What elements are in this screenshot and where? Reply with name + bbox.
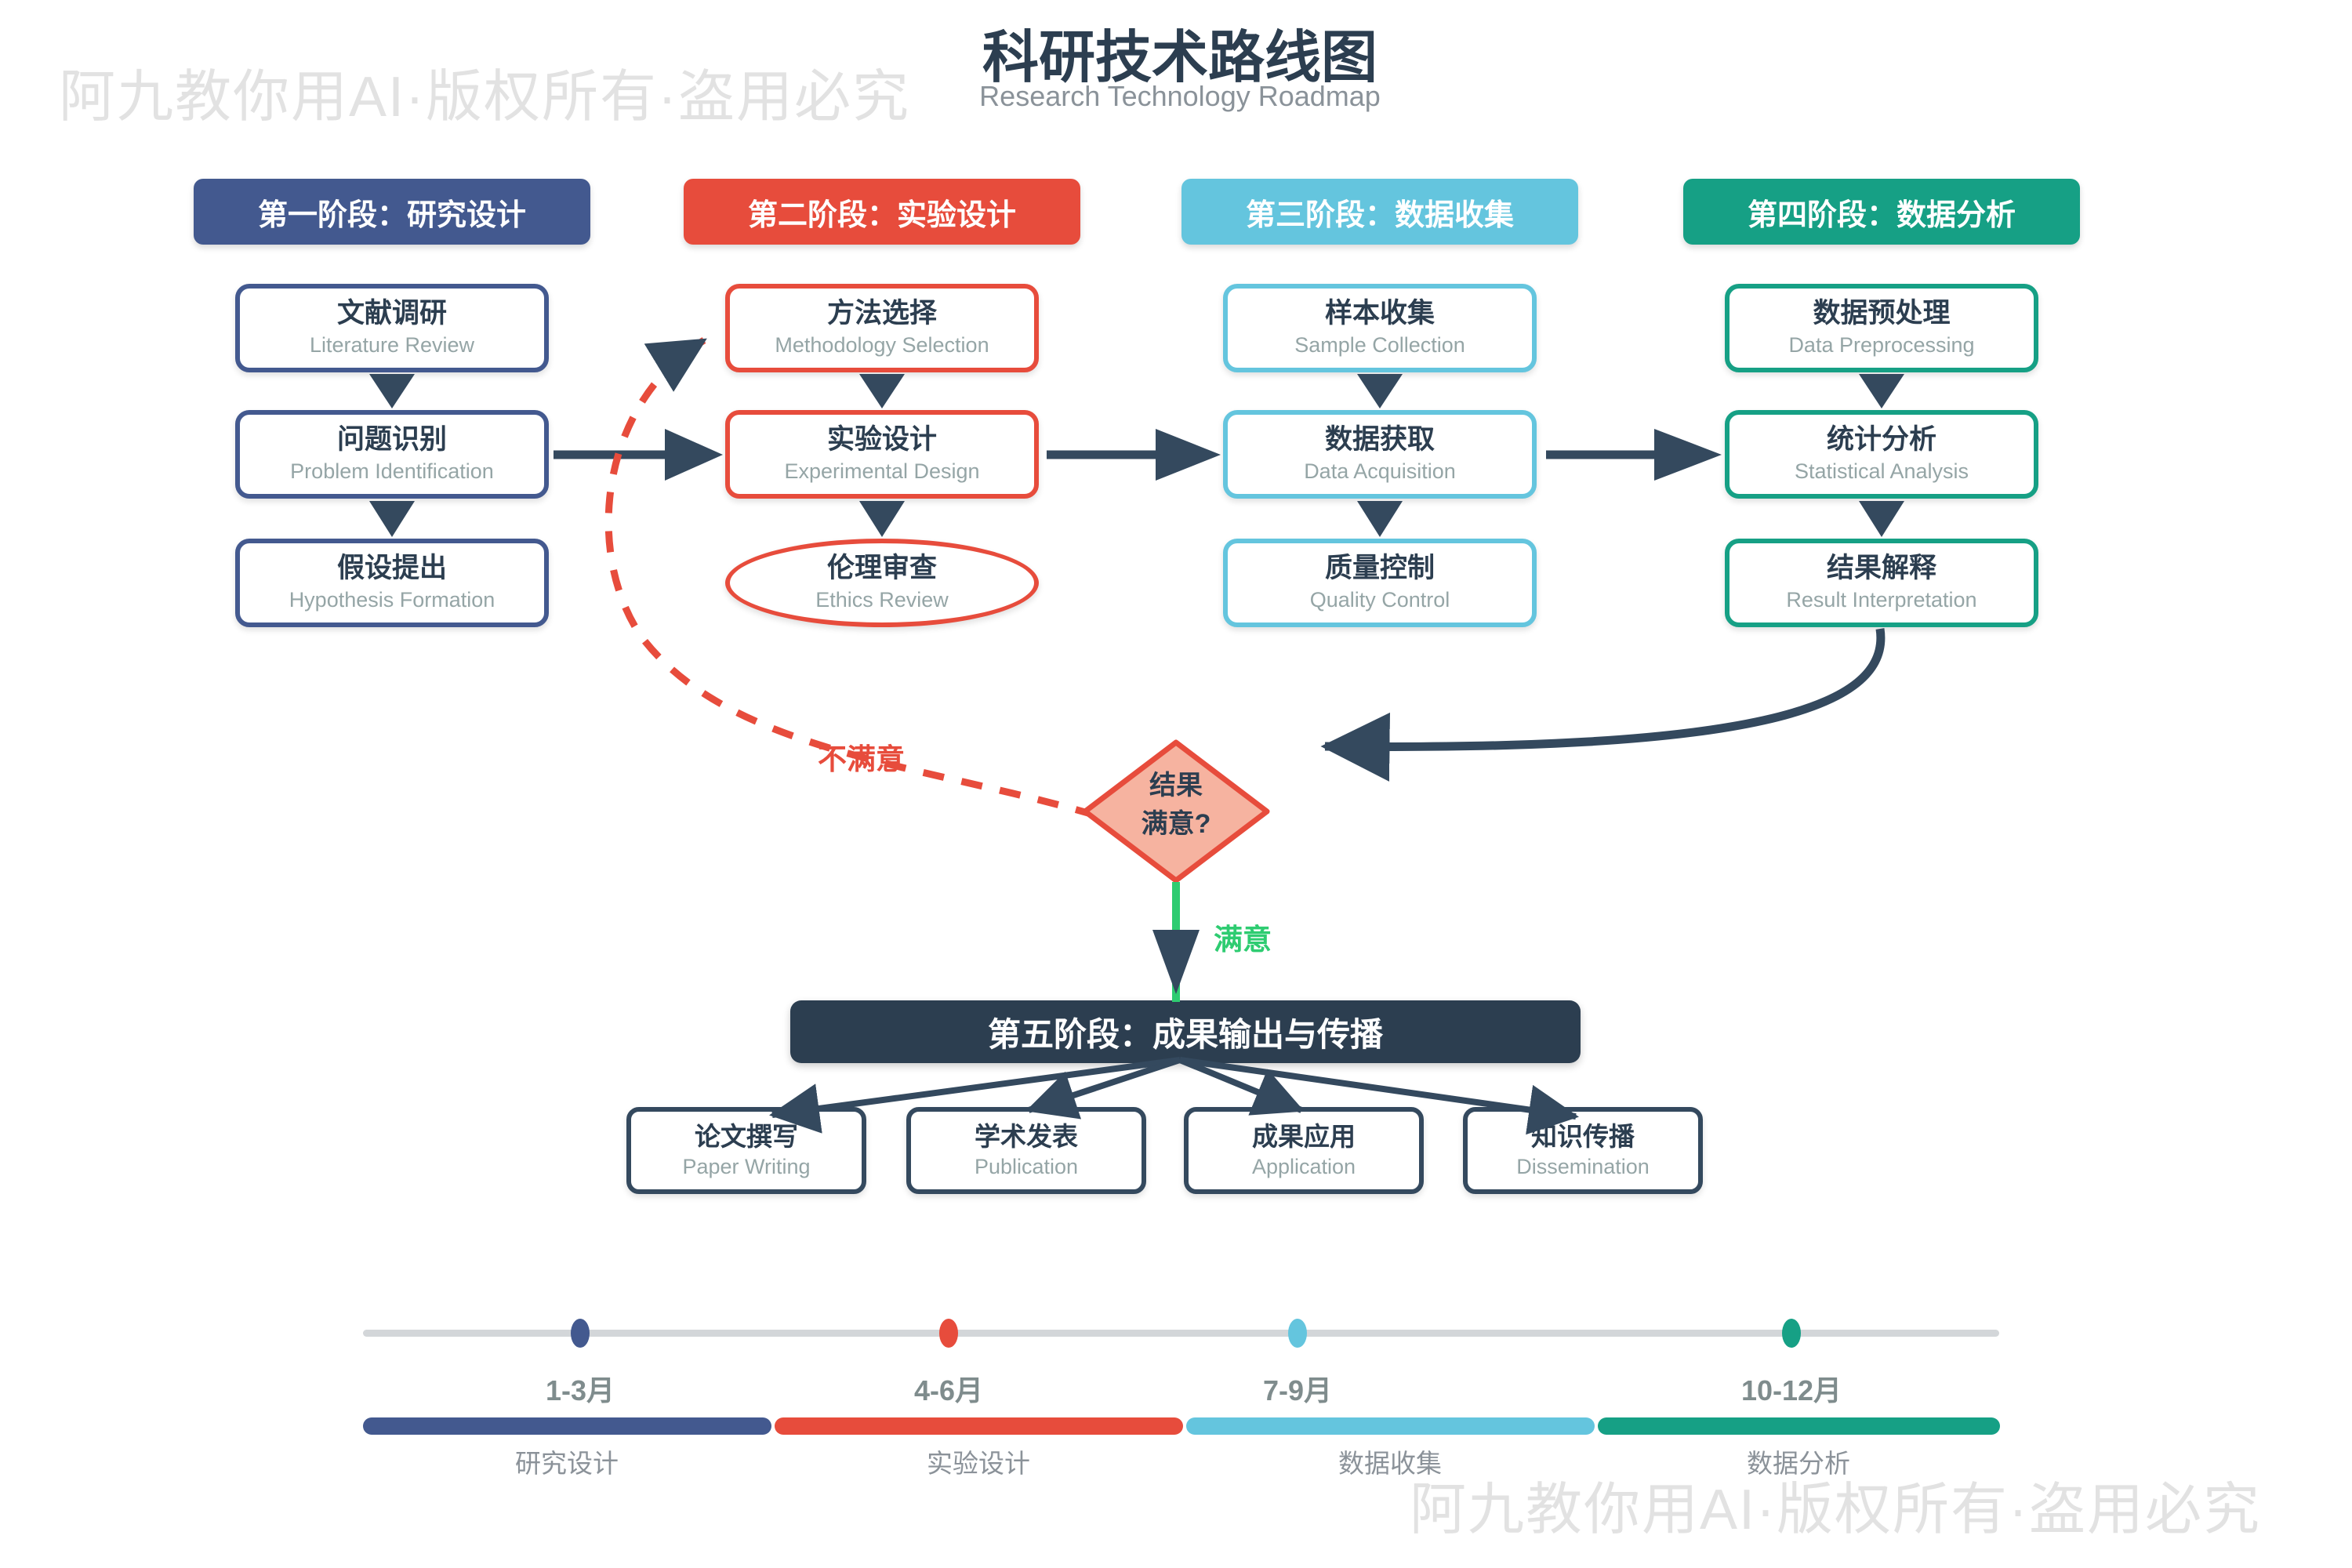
node-subtitle: Problem Identification — [290, 459, 494, 484]
timeline-axis — [363, 1330, 1999, 1337]
page-subtitle: Research Technology Roadmap — [979, 80, 1381, 112]
node-title: 论文撰写 — [695, 1121, 798, 1151]
node-subtitle: Data Preprocessing — [1788, 333, 1975, 358]
segment-research-design — [363, 1417, 771, 1435]
node-statistical-analysis: 统计分析 Statistical Analysis — [1725, 410, 2038, 499]
right-arrow-icon — [1654, 429, 1722, 481]
down-arrow-icon — [1152, 930, 1200, 994]
node-title: 文献调研 — [336, 298, 447, 329]
node-subtitle: Sample Collection — [1294, 333, 1465, 358]
node-title: 伦理审查 — [826, 553, 937, 584]
phase-1-header: 第一阶段：研究设计 — [194, 179, 590, 245]
timeline-month-q3: 7-9月 — [1262, 1374, 1333, 1406]
node-problem-identification: 问题识别 Problem Identification — [235, 410, 549, 499]
node-subtitle: Statistical Analysis — [1794, 459, 1969, 484]
timeline-month-q1: 1-3月 — [545, 1374, 615, 1406]
segment-label-experiment-design: 实验设计 — [927, 1449, 1030, 1478]
node-methodology-selection: 方法选择 Methodology Selection — [725, 284, 1039, 372]
phase-5-header: 第五阶段：成果输出与传播 — [790, 1000, 1581, 1063]
node-experimental-design: 实验设计 Experimental Design — [725, 410, 1039, 499]
node-title: 成果应用 — [1252, 1121, 1356, 1151]
right-arrow-icon — [665, 429, 723, 481]
phase-3-header: 第三阶段：数据收集 — [1181, 179, 1578, 245]
segment-label-research-design: 研究设计 — [515, 1449, 619, 1478]
arrow-results-to-decision — [1320, 628, 1886, 782]
segment-data-analysis — [1598, 1417, 2000, 1435]
node-subtitle: Literature Review — [309, 333, 475, 358]
node-title: 统计分析 — [1826, 424, 1936, 456]
down-arrow-icon — [1859, 501, 1904, 537]
node-title: 问题识别 — [336, 424, 447, 456]
segment-experiment-design — [775, 1417, 1183, 1435]
branch-label-satisfied: 满意 — [1214, 924, 1272, 956]
node-title: 方法选择 — [826, 298, 937, 329]
node-subtitle: Quality Control — [1309, 588, 1450, 612]
node-sample-collection: 样本收集 Sample Collection — [1223, 284, 1537, 372]
node-title: 样本收集 — [1324, 298, 1435, 329]
node-dissemination: 知识传播 Dissemination — [1463, 1107, 1703, 1194]
down-arrow-icon — [1357, 501, 1403, 537]
arrow-to-publication — [1025, 1057, 1181, 1120]
node-quality-control: 质量控制 Quality Control — [1223, 539, 1537, 627]
node-result-interpretation: 结果解释 Result Interpretation — [1725, 539, 2038, 627]
node-publication: 学术发表 Publication — [906, 1107, 1146, 1194]
node-subtitle: Publication — [974, 1155, 1079, 1179]
decision-label: 结果 满意? — [1090, 767, 1262, 844]
node-subtitle: Dissemination — [1516, 1155, 1650, 1179]
node-title: 学术发表 — [975, 1121, 1078, 1151]
timeline-dot-q4 — [1782, 1319, 1801, 1348]
node-subtitle: Methodology Selection — [775, 333, 989, 358]
node-ethics-review: 伦理审查 Ethics Review — [725, 539, 1039, 627]
node-title: 实验设计 — [826, 424, 937, 456]
node-title: 质量控制 — [1324, 553, 1435, 584]
node-paper-writing: 论文撰写 Paper Writing — [626, 1107, 866, 1194]
arrow-to-application — [1178, 1057, 1305, 1116]
node-title: 假设提出 — [336, 553, 447, 584]
down-arrow-icon — [859, 374, 905, 408]
node-title: 数据预处理 — [1813, 298, 1951, 329]
down-arrow-icon — [1859, 374, 1904, 408]
node-literature-review: 文献调研 Literature Review — [235, 284, 549, 372]
segment-label-data-collection: 数据收集 — [1338, 1449, 1442, 1478]
node-subtitle: Paper Writing — [682, 1155, 811, 1179]
decision-line1: 结果 — [1149, 771, 1203, 800]
timeline-month-q4: 10-12月 — [1740, 1374, 1842, 1406]
node-title: 结果解释 — [1826, 553, 1936, 584]
timeline-month-q2: 4-6月 — [913, 1374, 984, 1406]
down-arrow-icon — [369, 501, 415, 537]
branch-label-not-satisfied: 不满意 — [818, 743, 905, 775]
phase-2-header: 第二阶段：实验设计 — [684, 179, 1080, 245]
node-application: 成果应用 Application — [1184, 1107, 1424, 1194]
node-title: 数据获取 — [1324, 424, 1435, 456]
down-arrow-icon — [1357, 374, 1403, 408]
segment-data-collection — [1186, 1417, 1595, 1435]
page-title: 科研技术路线图 — [982, 27, 1378, 89]
down-arrow-icon — [859, 501, 905, 537]
node-subtitle: Ethics Review — [815, 588, 949, 612]
timeline-dot-q3 — [1288, 1319, 1307, 1348]
node-subtitle: Application — [1251, 1155, 1356, 1179]
watermark-bottom-right: 阿九教你用AI·版权所有·盗用必究 — [1410, 1479, 2261, 1541]
down-arrow-icon — [369, 374, 415, 408]
node-subtitle: Data Acquisition — [1304, 459, 1456, 484]
node-data-preprocessing: 数据预处理 Data Preprocessing — [1725, 284, 2038, 372]
node-data-acquisition: 数据获取 Data Acquisition — [1223, 410, 1537, 499]
decision-line2: 满意? — [1141, 809, 1211, 840]
node-title: 知识传播 — [1531, 1121, 1635, 1151]
node-subtitle: Experimental Design — [784, 459, 980, 484]
right-arrow-icon — [1156, 429, 1221, 481]
watermark-top-left: 阿九教你用AI·版权所有·盗用必究 — [59, 66, 910, 129]
timeline-dot-q1 — [571, 1319, 590, 1348]
node-subtitle: Result Interpretation — [1786, 588, 1977, 612]
phase-4-header: 第四阶段：数据分析 — [1683, 179, 2080, 245]
node-hypothesis-formation: 假设提出 Hypothesis Formation — [235, 539, 549, 627]
node-subtitle: Hypothesis Formation — [289, 588, 495, 612]
timeline-dot-q2 — [939, 1319, 958, 1348]
segment-label-data-analysis: 数据分析 — [1747, 1449, 1850, 1478]
